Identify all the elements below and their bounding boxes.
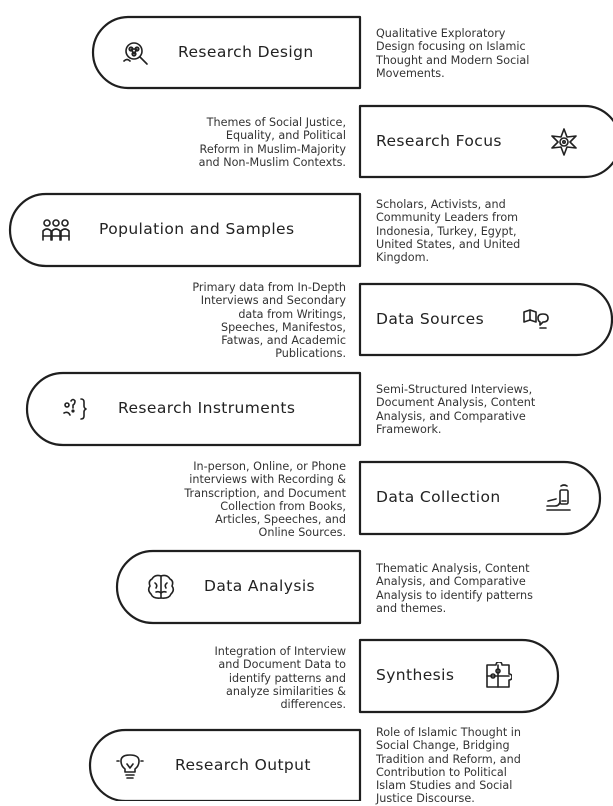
description-line: Indonesia, Turkey, Egypt, <box>376 224 517 238</box>
stage-box-data-sources <box>358 282 613 357</box>
description-line: United States, and United <box>376 237 521 251</box>
description-line: Qualitative Exploratory <box>376 27 506 40</box>
stage-box-data-collection <box>358 460 602 536</box>
description-line: Framework. <box>376 422 442 436</box>
description-line: Kingdom. <box>376 251 430 265</box>
stage-label-research-instruments: Research Instruments <box>118 399 296 417</box>
description-line: Thought and Modern Social <box>376 53 530 67</box>
description-line: and themes. <box>376 601 447 615</box>
description-line: Analysis, and Comparative <box>376 409 526 423</box>
stage-box-research-output <box>88 728 362 801</box>
description-line: Document Analysis, Content <box>376 396 536 410</box>
stage-label-data-collection: Data Collection <box>376 488 501 506</box>
stage-box-research-focus <box>358 104 613 179</box>
stage-box-data-analysis <box>115 549 362 625</box>
description-line: Transcription, and Document <box>184 486 346 500</box>
description-line: Tradition and Reform, and <box>376 752 521 766</box>
puzzle-icon <box>484 662 512 690</box>
description-line: Design focusing on Islamic <box>376 40 526 54</box>
description-line: Movements. <box>376 66 445 80</box>
description-line: analyze similarities & <box>226 684 346 698</box>
description-line: Contribution to Political <box>376 765 507 779</box>
stage-box-synthesis <box>358 638 560 714</box>
book-chat-icon <box>522 306 550 334</box>
description-line: Analysis to identify patterns <box>376 588 533 602</box>
stage-label-data-analysis: Data Analysis <box>204 577 315 595</box>
stage-label-data-sources: Data Sources <box>376 309 485 328</box>
description-line: Scholars, Activists, and <box>376 198 506 211</box>
lightbulb-icon <box>116 752 144 780</box>
description-line: and Non-Muslim Contexts. <box>198 155 346 169</box>
description-line: Analysis, and Comparative <box>376 575 526 589</box>
description-line: differences. <box>280 698 346 712</box>
brain-icon <box>147 573 175 601</box>
stage-box-research-design <box>91 15 362 90</box>
description-line: Themes of Social Justice, <box>206 116 346 129</box>
stage-description-research-focus: Themes of Social Justice,Equality, and P… <box>110 116 346 169</box>
description-line: data from Writings, <box>238 307 346 321</box>
description-line: Thematic Analysis, Content <box>376 562 530 575</box>
description-line: Semi-Structured Interviews, <box>376 383 533 396</box>
description-line: Reform in Muslim-Majority <box>199 142 346 156</box>
stage-box-research-instruments <box>25 371 362 447</box>
description-line: Collection from Books, <box>220 499 346 513</box>
description-line: Fatwas, and Academic <box>221 334 346 348</box>
description-line: Islam Studies and Social <box>376 779 513 793</box>
description-line: In-person, Online, or Phone <box>193 460 346 473</box>
stage-label-synthesis: Synthesis <box>376 666 455 684</box>
description-line: Interviews and Secondary <box>200 294 346 308</box>
description-line: Online Sources. <box>258 526 346 540</box>
hand-phone-icon <box>545 484 573 512</box>
person-brackets-icon <box>62 395 90 423</box>
stage-label-research-design: Research Design <box>178 42 314 61</box>
magnifier-network-icon <box>122 39 150 67</box>
people-group-icon <box>42 216 70 244</box>
stage-box-population-and-samples <box>8 192 362 268</box>
description-line: Publications. <box>275 347 346 361</box>
description-line: Articles, Speeches, and <box>215 513 346 527</box>
description-line: Social Change, Bridging <box>376 739 510 753</box>
description-line: Role of Islamic Thought in <box>376 726 521 739</box>
target-star-icon <box>550 127 578 156</box>
description-line: Integration of Interview <box>214 645 346 658</box>
description-line: Speeches, Manifestos, <box>220 320 346 334</box>
stage-label-population-and-samples: Population and Samples <box>99 220 295 238</box>
description-line: and Document Data to <box>218 658 346 672</box>
description-line: interviews with Recording & <box>189 473 346 487</box>
description-line: identify patterns and <box>228 671 346 685</box>
stage-description-research-instruments: Semi-Structured Interviews,Document Anal… <box>376 383 601 436</box>
stage-label-research-output: Research Output <box>175 755 311 774</box>
description-line: Justice Discourse. <box>376 792 475 806</box>
stage-label-research-focus: Research Focus <box>376 131 502 150</box>
description-line: Primary data from In-Depth <box>192 281 346 294</box>
description-line: Community Leaders from <box>376 211 519 225</box>
description-line: Equality, and Political <box>225 129 346 143</box>
